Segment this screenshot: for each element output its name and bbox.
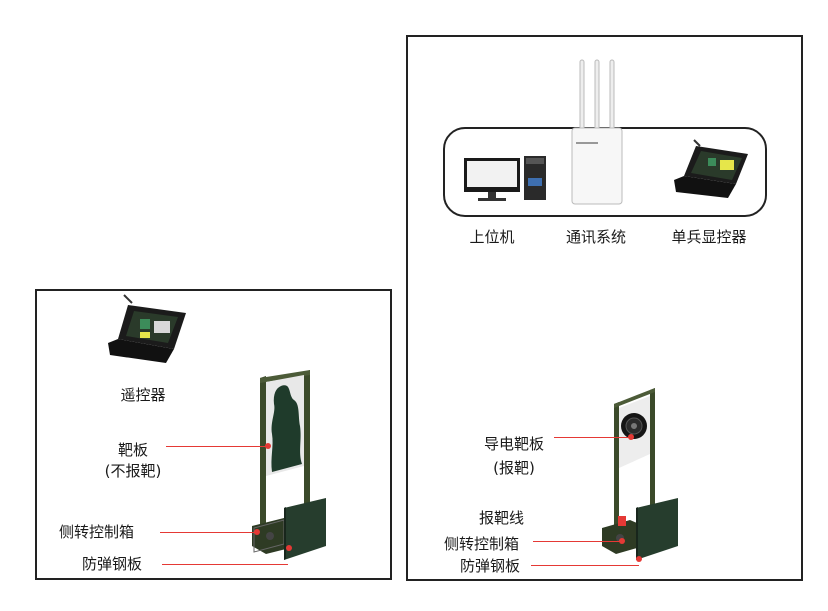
armor-leader-dot [286,545,292,551]
left-target-label-line2: (不报靶) [104,462,162,480]
right-panel [406,35,803,581]
right-armor-label: 防弹钢板 [460,557,521,575]
right-target-label: 导电靶板 (报靶) [484,432,544,480]
remote-label: 遥控器 [120,386,166,404]
right-armor-leader-line [531,565,639,566]
left-control-box-label: 侧转控制箱 [59,523,135,541]
router-icon [571,59,623,205]
report-wire-label: 报靶线 [479,509,525,527]
handheld-controller-icon [674,139,748,198]
right-target-label-line1: 导电靶板 [483,435,545,453]
comm-label: 通讯系统 [565,228,627,246]
target-leader-line [166,446,268,447]
right-target-label-line2: (报靶) [493,459,535,477]
right-control-box-label: 侧转控制箱 [444,535,520,553]
right-target-assembly [602,388,678,560]
right-control-box-leader-dot [619,538,625,544]
control-box-leader-line [160,532,256,533]
host-label: 上位机 [469,228,515,246]
left-panel [35,289,392,580]
left-target-assembly [252,370,326,560]
conductive-target-leader-dot [628,434,634,440]
right-armor-leader-dot [636,556,642,562]
left-target-label-line1: 靶板 [117,441,148,459]
host-computer-icon [464,156,546,201]
left-target-label: 靶板 (不报靶) [105,440,162,482]
remote-controller-icon [108,294,186,363]
control-box-leader-dot [254,529,260,535]
armor-leader-line [162,564,288,565]
left-armor-label: 防弹钢板 [82,555,143,573]
target-leader-dot [265,443,271,449]
right-control-box-leader-line [533,541,621,542]
conductive-target-leader-line [554,437,630,438]
handheld-label: 单兵显控器 [671,228,747,246]
